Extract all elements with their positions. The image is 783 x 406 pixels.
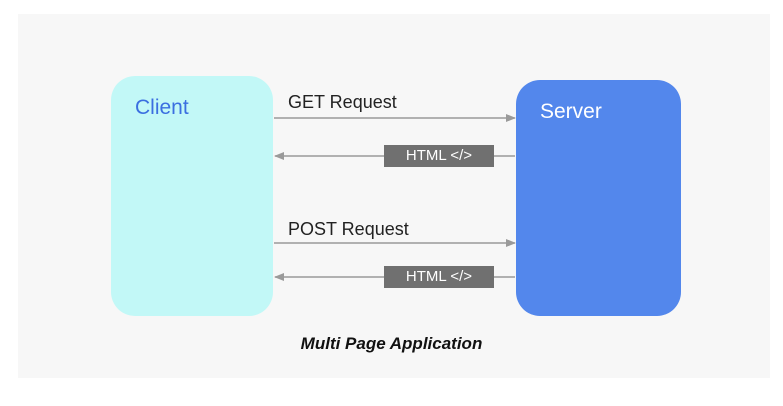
client-box: Client xyxy=(111,76,273,316)
client-label: Client xyxy=(135,96,189,119)
html-response-tag-1: HTML </> xyxy=(384,145,494,167)
server-box: Server xyxy=(516,80,681,316)
post-request-label: POST Request xyxy=(288,219,409,239)
diagram-caption: Multi Page Application xyxy=(300,334,483,353)
html-response-tag-2: HTML </> xyxy=(384,266,494,288)
get-request-label: GET Request xyxy=(288,92,397,112)
server-label: Server xyxy=(540,100,602,123)
